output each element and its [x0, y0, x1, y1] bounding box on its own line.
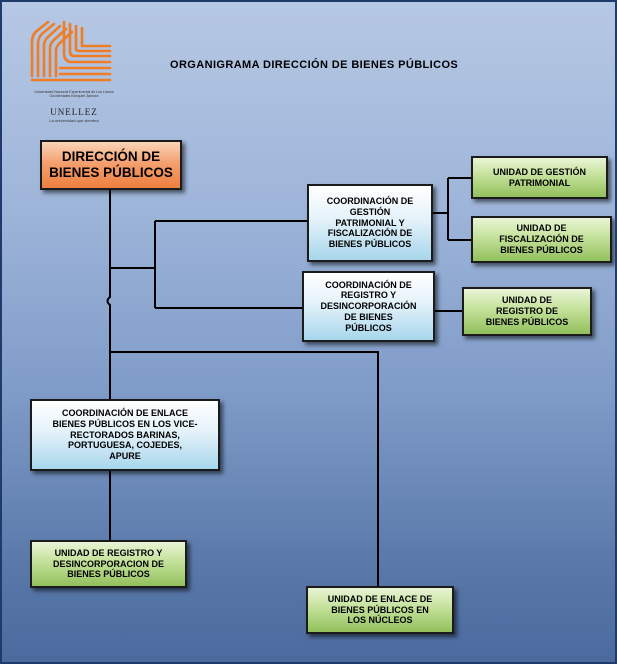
page-title: ORGANIGRAMA DIRECCIÓN DE BIENES PÚBLICOS — [170, 59, 459, 71]
unidad-fiscalizacion-label: UNIDAD DE FISCALIZACIÓN DE BIENES PÚBLIC… — [499, 223, 584, 255]
coord-registro-box: COORDINACIÓN DE REGISTRO Y DESINCORPORAC… — [302, 271, 435, 342]
line-to-unidad-nucleos — [110, 351, 379, 587]
unidad-enlace-nucleos-box: UNIDAD DE ENLACE DE BIENES PÚBLICOS EN L… — [306, 586, 454, 634]
unidad-fiscalizacion-box: UNIDAD DE FISCALIZACIÓN DE BIENES PÚBLIC… — [471, 216, 612, 263]
unidad-registro-box: UNIDAD DE REGISTRO DE BIENES PÚBLICOS — [462, 287, 592, 336]
unidad-gestion-box: UNIDAD DE GESTIÓN PATRIMONIAL — [471, 156, 608, 199]
logo-slogan: La universidad que siembra — [49, 118, 99, 123]
unidad-registro-desinc-label: UNIDAD DE REGISTRO Y DESINCORPORACION DE… — [52, 547, 164, 580]
main-trunk-line — [106, 188, 111, 400]
direccion-label: DIRECCIÓN DE BIENES PÚBLICOS — [49, 148, 173, 180]
logo-name: UNELLEZ — [50, 107, 98, 117]
unidad-gestion-label: UNIDAD DE GESTIÓN PATRIMONIAL — [492, 166, 586, 188]
coord-gestion-label: COORDINACIÓN DE GESTIÓN PATRIMONIAL Y FI… — [326, 196, 414, 250]
unellez-logo: Universidad Nacional Experimental de Los… — [24, 14, 124, 126]
coord-enlace-box: COORDINACIÓN DE ENLACE BIENES PÚBLICOS E… — [30, 399, 220, 471]
unidad-registro-label: UNIDAD DE REGISTRO DE BIENES PÚBLICOS — [485, 295, 569, 327]
unellez-logo-mark — [30, 20, 112, 82]
logo-institution-text: Universidad Nacional Experimental de Los… — [34, 90, 114, 99]
coord-registro-label: COORDINACIÓN DE REGISTRO Y DESINCORPORAC… — [320, 279, 417, 333]
direccion-box: DIRECCIÓN DE BIENES PÚBLICOS — [40, 140, 182, 190]
coord-gestion-box: COORDINACIÓN DE GESTIÓN PATRIMONIAL Y FI… — [307, 184, 433, 262]
coord-enlace-label: COORDINACIÓN DE ENLACE BIENES PÚBLICOS E… — [52, 408, 198, 462]
unidad-enlace-nucleos-label: UNIDAD DE ENLACE DE BIENES PÚBLICOS EN L… — [327, 593, 433, 626]
unidad-registro-desinc-box: UNIDAD DE REGISTRO Y DESINCORPORACION DE… — [30, 540, 187, 588]
